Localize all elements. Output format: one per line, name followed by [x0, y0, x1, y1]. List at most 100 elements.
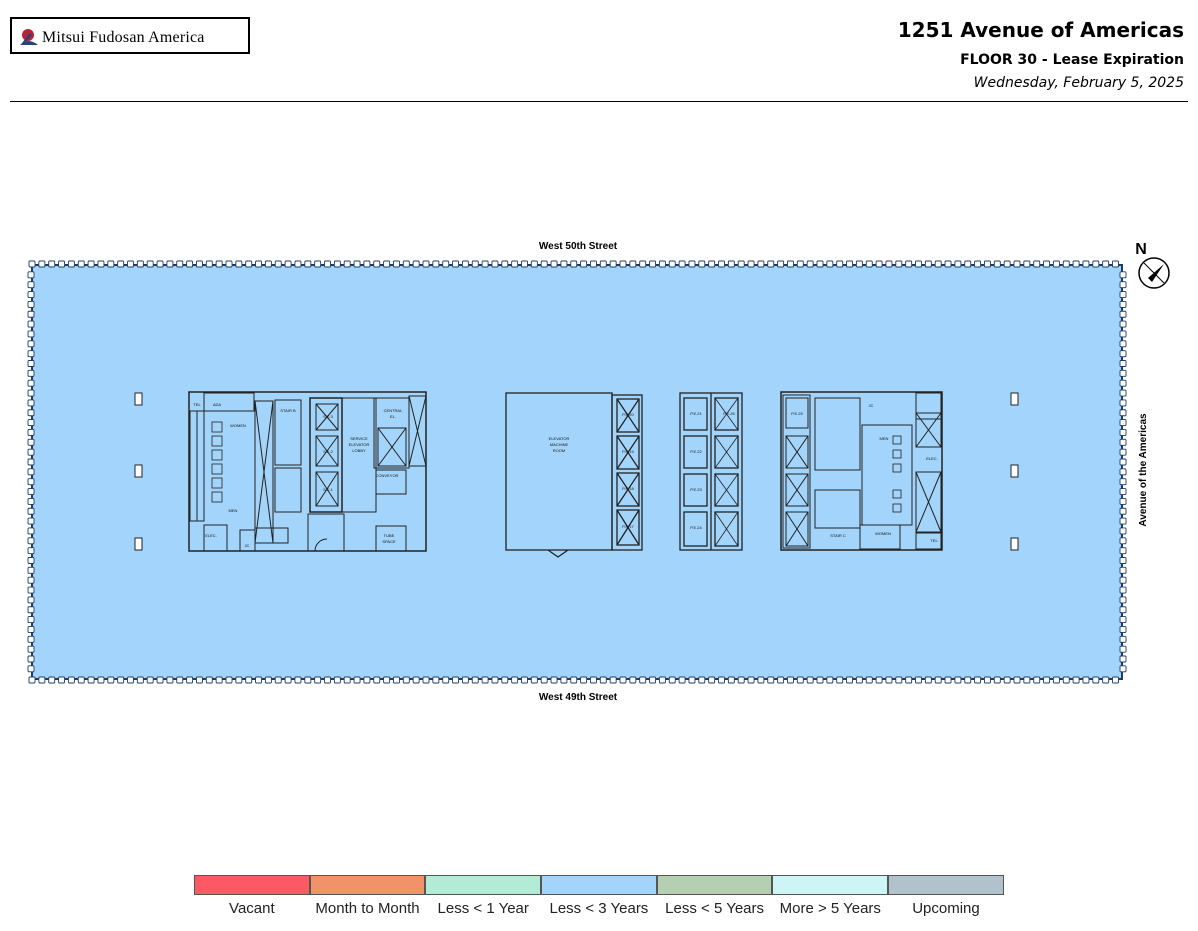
column-icon [560, 260, 568, 268]
column-icon [27, 586, 35, 594]
column-icon [304, 260, 312, 268]
column-icon [530, 676, 538, 684]
column-icon [225, 676, 233, 684]
room-label: ELEC. [926, 456, 938, 461]
column-icon [590, 260, 597, 268]
column-icon [1119, 576, 1127, 584]
column-icon [1102, 676, 1110, 684]
column-icon [1119, 665, 1127, 673]
column-icon [688, 260, 696, 268]
column-icon [1119, 458, 1127, 466]
column-icon [58, 260, 65, 268]
column-icon [442, 260, 450, 268]
legend-item-month-to-month: Month to Month [309, 875, 426, 917]
column-icon [27, 379, 35, 387]
room-label: ELEC. [205, 533, 217, 538]
column-icon [1119, 340, 1127, 348]
column-icon [264, 676, 272, 684]
column-icon [619, 260, 627, 268]
column-icon [767, 676, 775, 684]
column-icon [1119, 586, 1127, 594]
column-icon [718, 260, 725, 268]
column-icon [393, 676, 400, 684]
legend-label: Month to Month [315, 900, 420, 917]
column-icon [27, 399, 35, 407]
column-icon [117, 676, 125, 684]
column-icon [1119, 645, 1127, 653]
column-icon [127, 260, 134, 268]
column-icon [1119, 360, 1127, 367]
column-icon [1119, 350, 1127, 358]
column-icon [373, 260, 381, 268]
column-icon [1082, 676, 1090, 684]
room-label: LOBBY [352, 448, 366, 453]
column-icon [412, 260, 420, 268]
column-icon [27, 291, 35, 298]
column-icon [1003, 260, 1011, 268]
legend-label: More > 5 Years [779, 900, 881, 917]
room-label: EL. [390, 414, 396, 419]
column-icon [205, 260, 213, 268]
column-icon [284, 260, 292, 268]
logo-mark-icon [20, 29, 38, 45]
column-icon [402, 676, 410, 684]
column-icon [27, 300, 35, 308]
elevator-label: P.E.17 [622, 524, 634, 529]
column-icon [1072, 676, 1080, 684]
column-icon [146, 260, 154, 268]
column-icon [422, 260, 430, 268]
column-icon [934, 676, 942, 684]
column-icon [590, 676, 597, 684]
room-label: ADA [213, 402, 222, 407]
column-icon [186, 676, 194, 684]
column-icon [28, 676, 36, 684]
column-icon [27, 389, 35, 397]
elevator-label: S.E.2 [323, 449, 334, 454]
column-icon [48, 260, 56, 268]
column-icon [1119, 547, 1127, 555]
column-icon [727, 676, 735, 684]
column-icon [757, 676, 765, 684]
column-icon [580, 676, 588, 684]
column-icon [1013, 260, 1021, 268]
column-icon [166, 676, 174, 684]
column-icon [570, 676, 578, 684]
column-icon [609, 260, 617, 268]
column-icon [264, 260, 272, 268]
column-icon [550, 260, 558, 268]
column-icon [383, 260, 391, 268]
room-label: SERVICE [350, 436, 368, 441]
column-icon [777, 676, 785, 684]
column-icon [1119, 616, 1127, 624]
column-icon [875, 676, 883, 684]
column-icon [836, 260, 844, 268]
room-label: ROOM [553, 448, 565, 453]
column-icon [27, 429, 35, 436]
column-icon [58, 676, 65, 684]
tenant-space-less-3-years[interactable] [31, 264, 1123, 680]
legend-swatch [309, 875, 426, 895]
column-icon [905, 676, 913, 684]
column-icon [511, 676, 519, 684]
column-icon [1119, 389, 1127, 397]
column-icon [668, 260, 676, 268]
column-icon [984, 260, 991, 268]
column-icon [314, 260, 322, 268]
column-icon [1119, 291, 1127, 298]
room-label: TEL [193, 402, 201, 407]
column-icon [353, 260, 361, 268]
column-icon [1119, 310, 1127, 318]
column-icon [668, 676, 676, 684]
column-icon [97, 260, 105, 268]
room-label: STAIR C [830, 533, 846, 538]
legend-swatch [425, 875, 542, 895]
column-icon [27, 576, 35, 584]
column-icon [27, 507, 35, 515]
column-icon [27, 458, 35, 466]
column-icon [412, 676, 420, 684]
column-icon [944, 260, 952, 268]
column-icon [27, 409, 35, 417]
column-icon [255, 676, 263, 684]
column-icon [855, 676, 863, 684]
elevator-label: P.E.23 [690, 487, 702, 492]
